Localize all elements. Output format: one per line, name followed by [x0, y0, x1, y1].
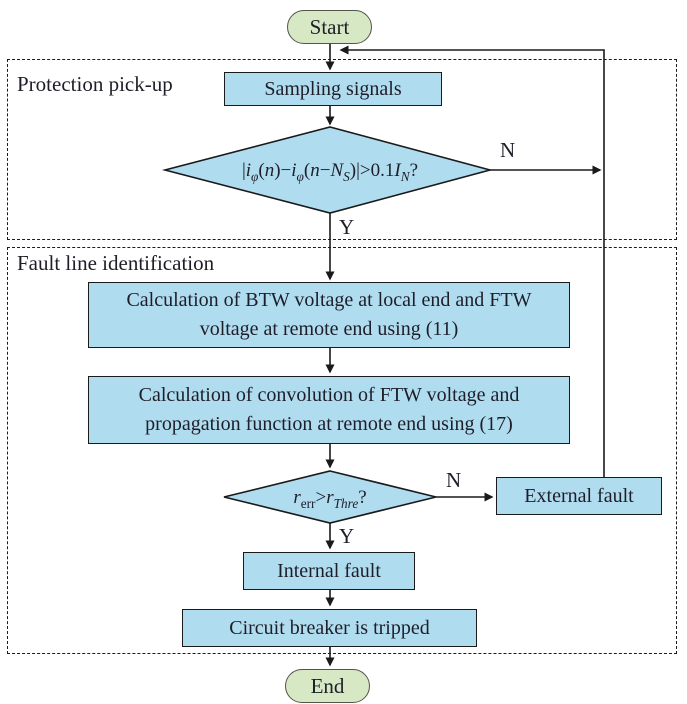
connector-external-feedback [339, 45, 605, 477]
end-label: End [310, 673, 345, 698]
circuit-breaker-label: Circuit breaker is tripped [229, 616, 430, 639]
calc-btw-voltage-label: Calculation of BTW voltage at local end … [126, 289, 532, 340]
internal-fault-box: Internal fault [243, 552, 415, 590]
section-protection-pickup [7, 59, 677, 240]
end-terminal: End [285, 669, 370, 703]
decision1-diamond [161, 126, 494, 214]
decision2-no-label: N [446, 468, 462, 492]
decision1-condition: |iφ(n)−iφ(n−NS)|>0.1IN? [241, 160, 419, 184]
sampling-signals-label: Sampling signals [264, 77, 402, 100]
section-fault-line-label: Fault line identification [17, 251, 215, 275]
calc-convolution-box: Calculation of convolution of FTW voltag… [88, 376, 570, 444]
calc-convolution-label: Calculation of convolution of FTW voltag… [138, 384, 520, 435]
external-fault-label: External fault [524, 484, 634, 507]
decision2-condition: rerr>rThre? [293, 487, 367, 511]
decision1-yes-label: Y [339, 215, 355, 239]
external-fault-box: External fault [496, 477, 662, 515]
circuit-breaker-box: Circuit breaker is tripped [182, 609, 477, 647]
section-fault-line-identification [7, 247, 677, 654]
decision1-no-label: N [500, 138, 516, 162]
decision2-yes-label: Y [339, 524, 355, 548]
start-label: Start [309, 14, 350, 39]
section-protection-pickup-label: Protection pick-up [17, 72, 173, 96]
decision2-diamond [223, 470, 437, 524]
calc-btw-voltage-box: Calculation of BTW voltage at local end … [88, 282, 570, 348]
start-terminal: Start [287, 10, 372, 44]
sampling-signals-box: Sampling signals [224, 72, 442, 106]
internal-fault-label: Internal fault [277, 559, 381, 582]
